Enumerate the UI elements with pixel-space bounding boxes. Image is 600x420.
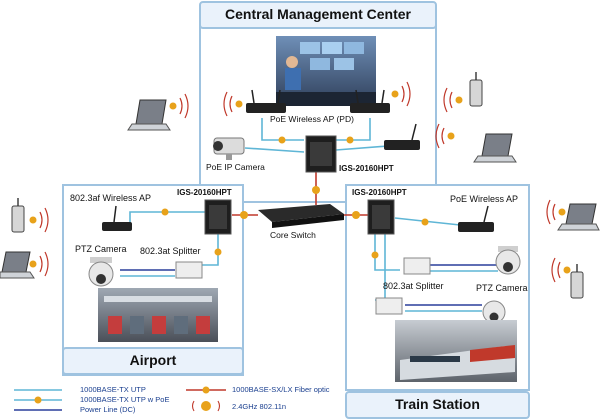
ip-camera — [213, 137, 245, 160]
airport-panel — [62, 184, 244, 376]
phone-center-right — [469, 72, 483, 107]
airport-ptz-camera — [88, 257, 114, 287]
train-panel-title: Train Station — [395, 396, 480, 412]
legend-power-label: Power Line (DC) — [80, 405, 136, 414]
legend-fiber-label: 1000BASE-SX/LX Fiber optic — [232, 385, 330, 394]
utp-center-ap-side — [335, 145, 389, 151]
wifi-badges — [29, 90, 571, 274]
airport-splitter — [175, 261, 203, 279]
legend-utp-poe-label: 1000BASE-TX UTP w PoE — [80, 395, 170, 404]
badge-fiber — [312, 186, 320, 194]
utp-train-splitter-1 — [374, 232, 400, 271]
badge-poe — [421, 218, 429, 226]
laptop-airport-left — [0, 251, 35, 279]
badge-poe — [346, 136, 354, 144]
wireless-ap-side — [384, 123, 420, 150]
phone-train-right — [570, 264, 584, 299]
train-ptz-camera-2 — [482, 300, 506, 324]
switch-airport — [204, 199, 232, 235]
label-train-ptz: PTZ Camera — [476, 283, 528, 293]
legend-wifi-badge — [201, 401, 211, 411]
link-badges — [161, 136, 429, 259]
label-airport-ptz: PTZ Camera — [75, 244, 127, 254]
label-switch-airport: IGS-20160HPT — [177, 188, 232, 197]
legend-utp-label: 1000BASE-TX UTP — [80, 385, 146, 394]
airport-image — [98, 288, 218, 342]
train-splitter-2 — [375, 297, 403, 315]
utp-center-ap-left — [261, 118, 304, 141]
badge-poe — [278, 136, 286, 144]
utp-airport-splitter — [200, 232, 219, 266]
label-train-splitter: 802.3at Splitter — [383, 281, 444, 291]
wifi-wave-icons — [39, 81, 561, 283]
label-switch-center: IGS-20160HPT — [339, 164, 394, 173]
switch-center — [305, 135, 337, 173]
laptop-center-left — [127, 99, 171, 131]
train-image — [395, 320, 517, 382]
badge-poe — [161, 208, 169, 216]
label-switch-train: IGS-20160HPT — [352, 188, 407, 197]
phone-airport-left — [11, 198, 25, 233]
legend — [14, 386, 226, 412]
train-splitter-1 — [403, 257, 431, 275]
airport-wireless-ap — [102, 205, 132, 231]
badge-fiber — [352, 211, 360, 219]
label-airport-ap: 802.3af Wireless AP — [70, 193, 152, 203]
switch-train — [367, 199, 395, 235]
core-switch — [258, 204, 344, 228]
label-core-switch: Core Switch — [270, 230, 316, 240]
laptop-train-right — [557, 203, 600, 231]
center-panel-title: Central Management Center — [225, 6, 411, 22]
airport-panel-title: Airport — [129, 352, 177, 368]
badge-poe — [371, 251, 379, 259]
train-ptz-camera-1 — [495, 246, 521, 275]
label-poe-ap-pd: PoE Wireless AP (PD) — [270, 114, 354, 124]
wireless-ap-left — [246, 89, 286, 113]
label-airport-splitter: 802.3at Splitter — [140, 246, 201, 256]
train-wireless-ap — [458, 205, 494, 232]
utp-center-camera — [244, 147, 305, 153]
badge-fiber — [240, 211, 248, 219]
badge-poe — [214, 248, 222, 256]
control-room-image — [276, 36, 376, 106]
laptop-center-right — [473, 133, 517, 163]
legend-wifi-label: 2.4GHz 802.11n — [232, 402, 287, 411]
utp-airport-ap — [129, 211, 205, 225]
label-poe-ip-camera: PoE IP Camera — [206, 162, 265, 172]
wireless-ap-right — [350, 89, 390, 113]
label-train-ap: PoE Wireless AP — [450, 194, 519, 204]
